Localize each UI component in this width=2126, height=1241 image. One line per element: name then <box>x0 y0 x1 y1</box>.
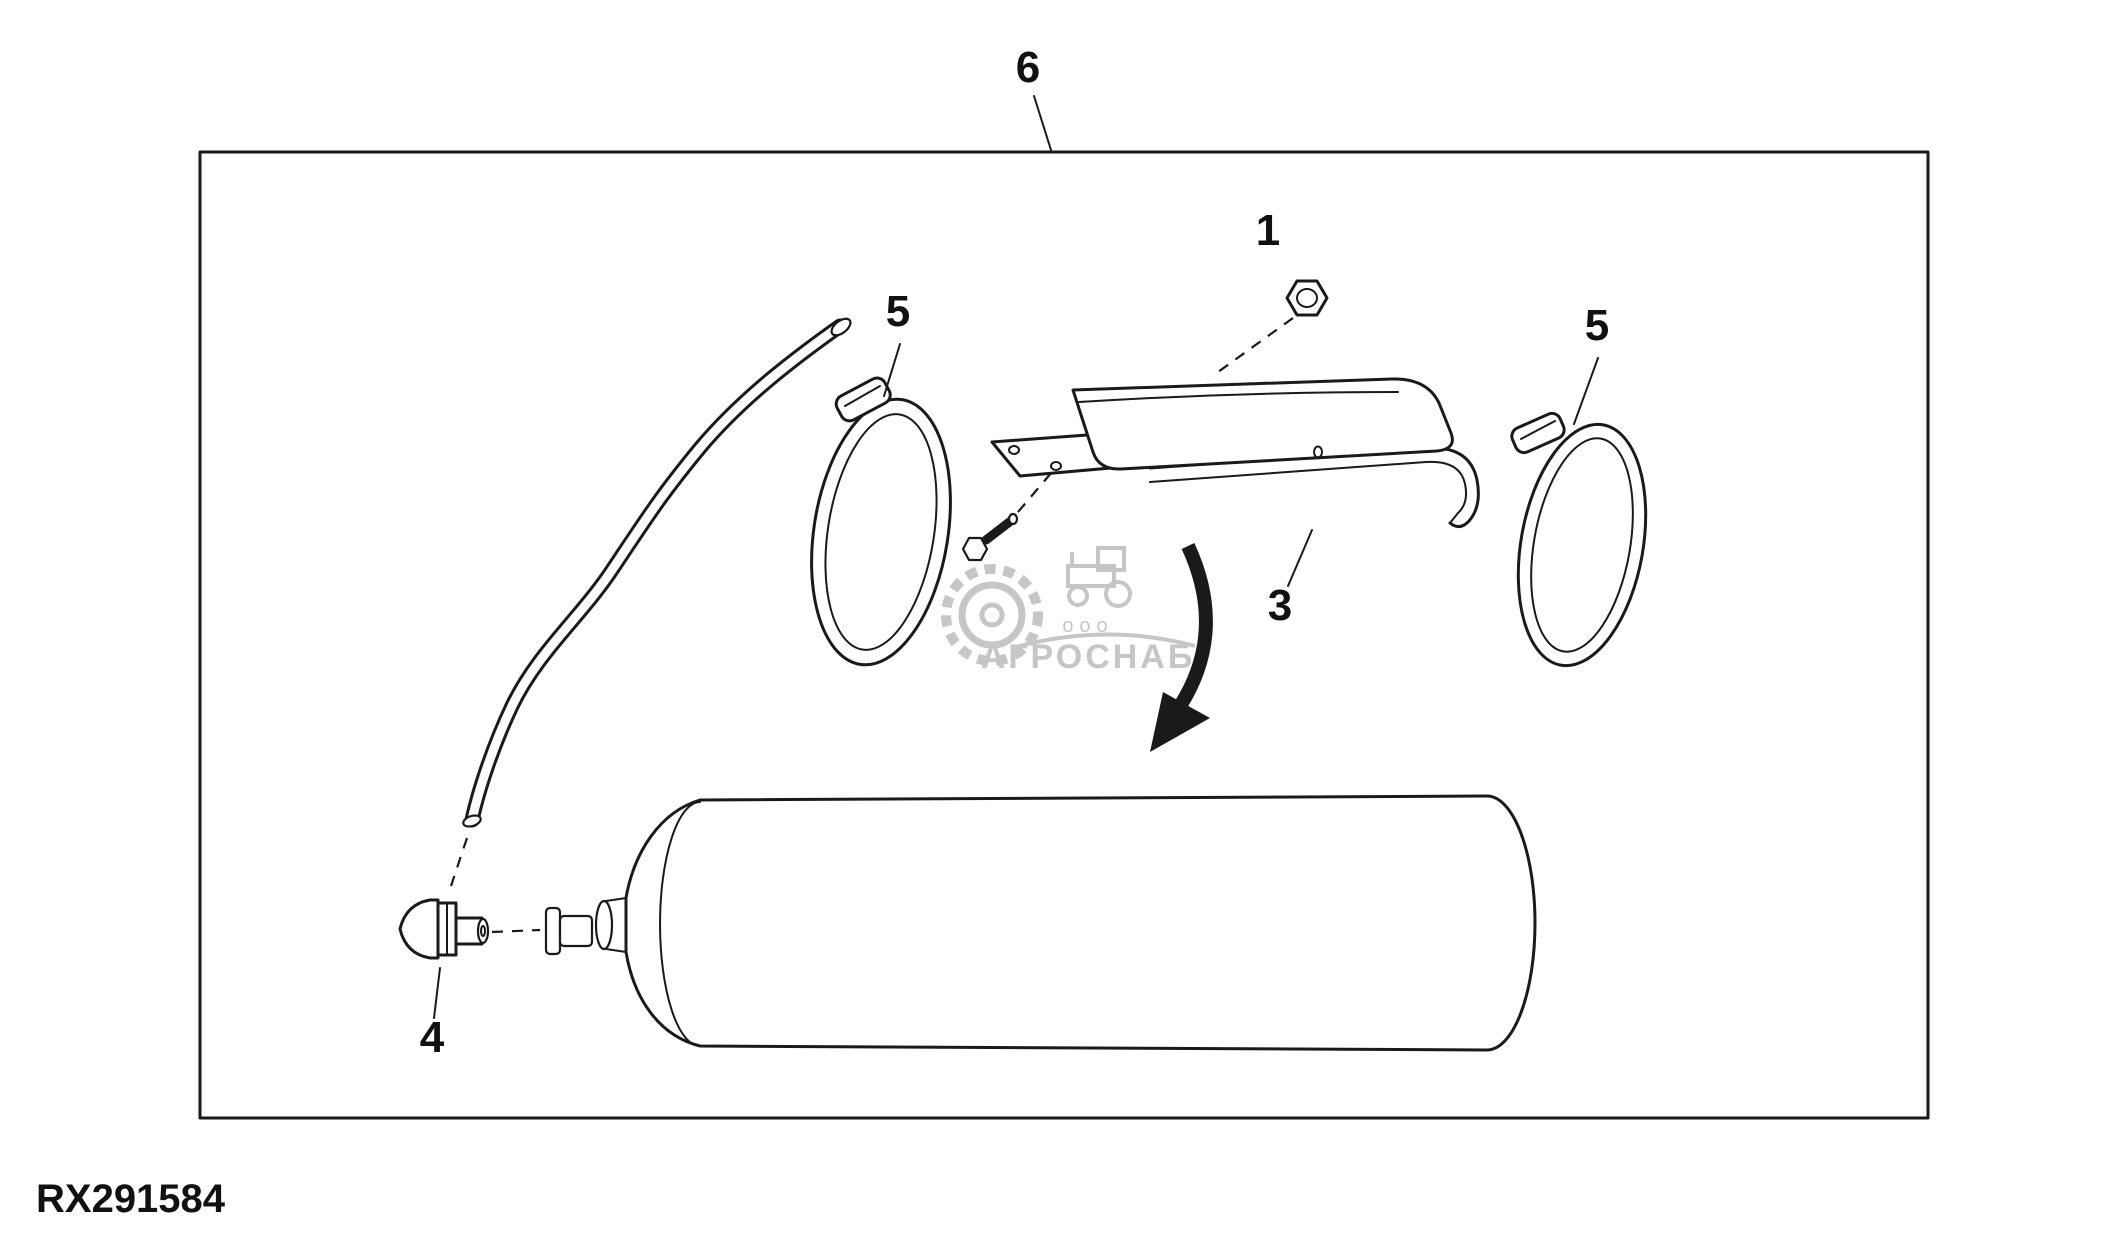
callout-5-right-leader <box>1573 357 1599 425</box>
bracket-strap-inner <box>1149 460 1468 514</box>
canister-neck-top <box>605 897 627 902</box>
arrow-shaft <box>1174 543 1213 710</box>
hose-tube <box>449 317 852 887</box>
fluid-canister <box>594 794 1537 1052</box>
frame-border <box>198 150 1930 1120</box>
assembly-arrow <box>1150 543 1213 752</box>
callout-5-right-label: 5 <box>1585 301 1609 350</box>
watermark-swoosh <box>1011 632 1196 650</box>
nut-dashed-line <box>1217 317 1294 373</box>
watermark-prefix: ооо <box>1062 615 1113 637</box>
bracket-strap-end <box>1449 512 1459 524</box>
clamp-band-outer <box>810 397 952 667</box>
neck-bushing <box>491 906 594 956</box>
watermark: ооо АГРОСНАБ <box>941 546 1196 676</box>
screw-head <box>961 536 989 562</box>
hose-to-valve-dashed-line <box>449 837 469 887</box>
clamp-band-outer <box>1516 422 1648 668</box>
bracket-strap-outer <box>1148 446 1480 528</box>
hose-outline <box>464 318 848 828</box>
mounting-bracket: 3 <box>990 377 1480 630</box>
hose-end-bottom <box>462 814 482 828</box>
callout-4-leader <box>433 967 441 1019</box>
callout-6-leader <box>1033 95 1052 151</box>
valve-fitting: 4 <box>398 898 490 1062</box>
bracket-shield <box>1071 377 1454 471</box>
diagram-frame: 6 <box>198 43 1930 1120</box>
clamp-housing-detail <box>1520 420 1556 440</box>
callout-5-left-label: 5 <box>886 287 910 336</box>
canister-shoulder-seam <box>659 801 701 1047</box>
drawing-part-number: RX291584 <box>36 1177 226 1221</box>
valve-to-bushing-dashed-line <box>491 928 541 934</box>
callout-4-label: 4 <box>420 1013 445 1062</box>
callout-5-left-leader <box>883 343 901 397</box>
canister-neck-bottom <box>605 948 627 953</box>
bushing-body <box>558 914 594 948</box>
valve-orifice <box>480 925 486 937</box>
clamp-housing-detail <box>844 385 881 407</box>
callout-6-label: 6 <box>1016 43 1040 92</box>
watermark-gear-hub <box>979 602 1005 628</box>
shield-crease <box>1078 391 1399 403</box>
hose-inner <box>467 321 845 825</box>
nut-body <box>1285 279 1329 317</box>
canister-body <box>624 794 1537 1052</box>
watermark-name: АГРОСНАБ <box>981 638 1196 676</box>
watermark-tractor-icon <box>1066 546 1132 608</box>
nut-hole <box>1296 288 1318 308</box>
screw-tip <box>1007 512 1019 526</box>
callout-3-leader <box>1287 529 1313 587</box>
bracket-screw <box>961 471 1053 562</box>
valve-nipple-end <box>476 917 490 945</box>
hose-clamp-right: 5 <box>1510 301 1648 668</box>
hose-clamp-left: 5 <box>810 287 952 667</box>
hose-end-top <box>830 317 852 337</box>
screw-shank <box>981 515 1017 545</box>
plate-hole-right <box>1050 461 1062 471</box>
watermark-gear-ring <box>958 581 1026 649</box>
valve-dome <box>398 898 440 960</box>
watermark-gear-icon <box>941 564 1043 666</box>
arrow-head <box>1150 692 1210 752</box>
shield-hole <box>1313 445 1323 459</box>
screw-dashed-line <box>1017 471 1053 513</box>
bushing-flange <box>544 906 562 956</box>
callout-3-label: 3 <box>1268 581 1292 630</box>
clamp-band-inner <box>824 413 938 651</box>
clamp-band-inner <box>1530 437 1634 653</box>
callout-1-label: 1 <box>1256 206 1280 255</box>
hex-nut: 1 <box>1217 206 1329 373</box>
canister-neck-end <box>594 899 614 951</box>
plate-hole-left <box>1008 445 1020 455</box>
